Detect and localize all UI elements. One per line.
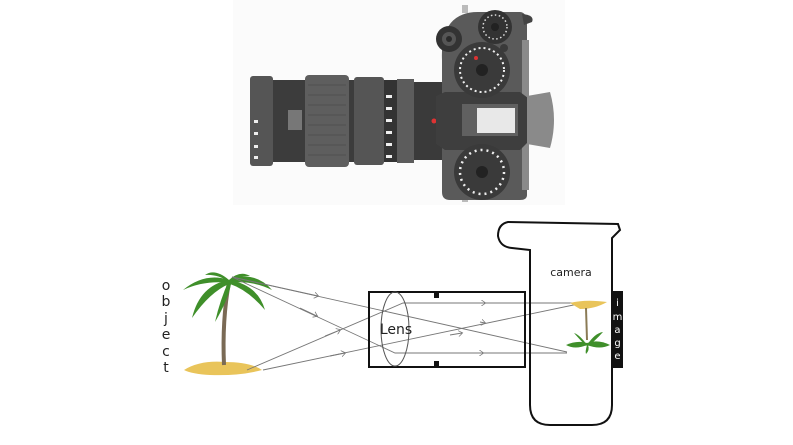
ray-arrow [479, 322, 485, 323]
ray-arrow [231, 276, 318, 296]
ray-arrow [299, 307, 317, 316]
light-rays [231, 276, 584, 371]
ray-arrow [449, 333, 462, 335]
inverted-tree-image [566, 300, 610, 354]
object-letter: j [163, 311, 168, 327]
object-letter: e [162, 327, 171, 343]
lens-label: Lens [380, 322, 412, 338]
image-letter: i [616, 298, 619, 309]
object-letter: c [162, 344, 170, 360]
image-sensor [612, 291, 623, 368]
image-letter: e [614, 351, 620, 362]
aperture-stop-top [434, 292, 439, 298]
camera-body [436, 5, 554, 202]
object-letter: b [162, 294, 171, 310]
object-letter: o [162, 278, 171, 294]
lens-tube: Lens [368, 291, 526, 368]
convex-lens-icon [380, 291, 410, 367]
object-letter: t [163, 360, 169, 376]
ray [231, 276, 567, 354]
camera-lens-barrel [250, 75, 444, 167]
ray-arrow [324, 330, 340, 337]
ray-arrow [329, 353, 345, 356]
image-letter: g [614, 338, 620, 349]
camera-outline: camera i m a g e [496, 220, 623, 426]
palm-tree-object [183, 272, 272, 376]
image-letter: a [614, 325, 620, 336]
aperture-stop-bottom [434, 361, 439, 367]
camera-top-view-illustration [233, 0, 565, 205]
ray [246, 302, 583, 371]
image-letter: m [613, 312, 623, 323]
object-label: o b j e c t [162, 278, 171, 376]
camera-label: camera [550, 266, 592, 279]
